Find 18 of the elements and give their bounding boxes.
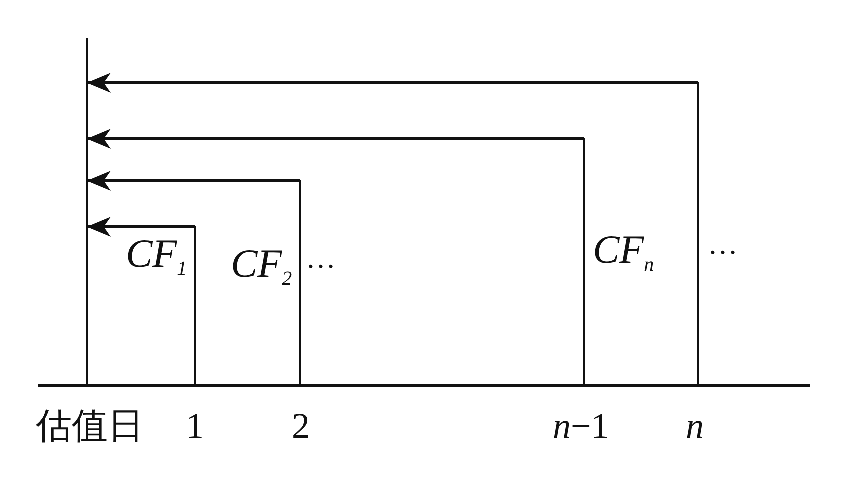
arrow	[87, 73, 698, 93]
cash-flow-stem	[126, 226, 196, 385]
valuation-date-line	[86, 38, 88, 385]
arrow	[87, 171, 300, 191]
valuation-date-label: 估值日	[36, 408, 144, 444]
period-label: 2	[292, 408, 310, 444]
cash-flow-label: CF$_{2}$	[231, 244, 292, 289]
cash-flow-label: CF$_{n}$	[593, 230, 654, 275]
ellipsis: …	[306, 244, 336, 274]
time-line	[697, 82, 699, 385]
arrow	[87, 217, 195, 237]
period-label: 1	[186, 408, 204, 444]
period-label: n	[686, 408, 704, 444]
ellipsis: …	[708, 230, 738, 260]
arrow	[87, 129, 584, 149]
cash-flow-stem	[231, 180, 301, 385]
cash-flow-label: CF$_{1}$	[126, 234, 188, 279]
period-label: n−1	[553, 408, 610, 444]
